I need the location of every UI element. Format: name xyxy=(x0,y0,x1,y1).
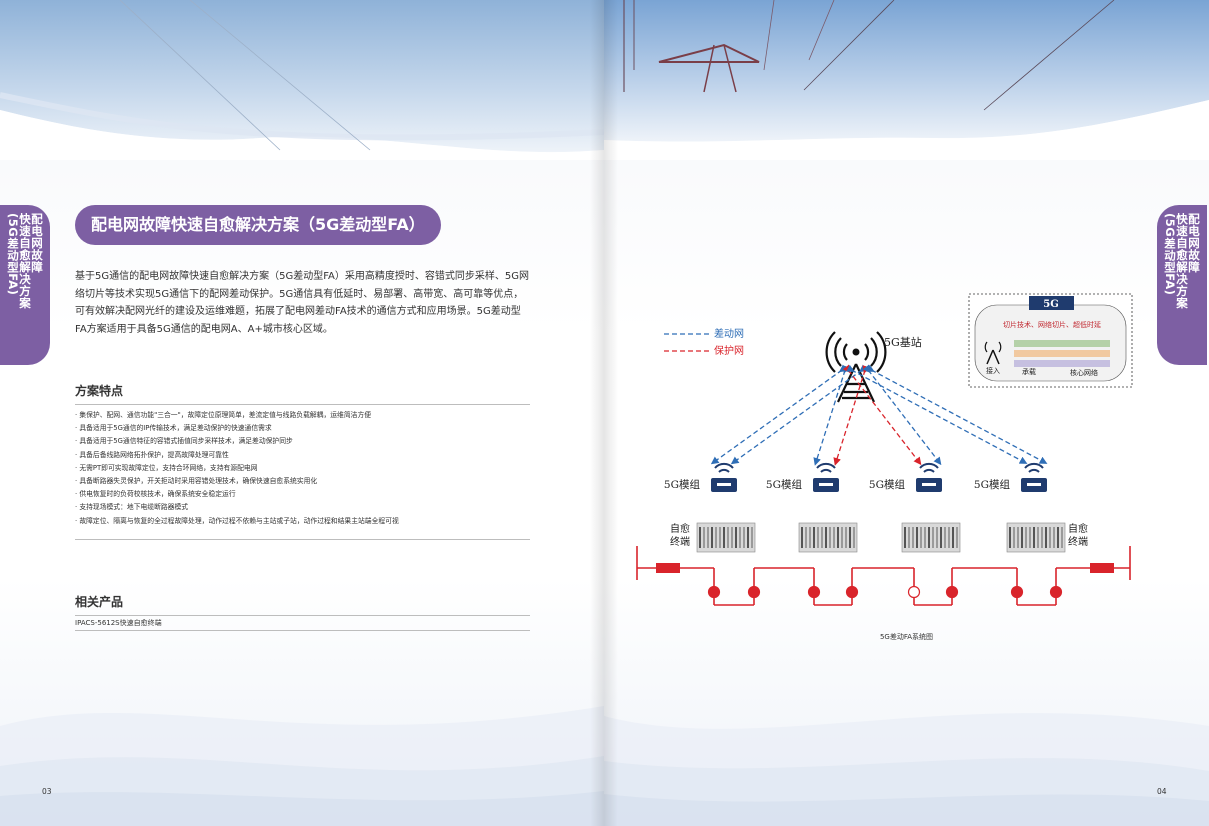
section-title: 配电网故障快速自愈解决方案（5G差动型FA） xyxy=(75,205,441,245)
inset-title: 5G xyxy=(1043,299,1059,310)
module-unit: 5G模组 xyxy=(974,462,1066,553)
diff-link xyxy=(730,364,868,465)
breaker-left-icon xyxy=(656,563,680,573)
diagram-caption: 5G差动FA系统图 xyxy=(879,633,934,641)
feature-item: · 具备后备线路网络拓扑保护，提高故障处理可靠性 xyxy=(75,450,229,459)
system-diagram: 差动网 保护网 5G基站 5G 切片技术、网络切片、超低时延 xyxy=(636,293,1133,606)
router-icon xyxy=(1021,462,1047,492)
left-page: 配电网故障 快速自愈解决方案 (5G差动型FA) 配电网故障快速自愈解决方案（5… xyxy=(0,0,604,826)
side-tab-text: 配电网故障 快速自愈解决方案 (5G差动型FA) xyxy=(1163,213,1201,309)
terminal-cabinet-icon xyxy=(696,522,756,553)
inset-slice-label: 切片技术、网络切片、超低时延 xyxy=(1003,320,1101,329)
sky-banner xyxy=(0,0,604,160)
legend-label-diff: 差动网 xyxy=(714,327,744,340)
module-unit: 5G模组 xyxy=(766,462,858,553)
router-icon xyxy=(711,462,737,492)
switch-closed-icon xyxy=(845,585,859,599)
terminal-label-left: 自愈终端 xyxy=(670,522,690,548)
network-slice-inset: 5G 切片技术、网络切片、超低时延 接入 承载 核心网络 xyxy=(968,293,1133,388)
page-number: 03 xyxy=(42,787,52,796)
bottom-waves xyxy=(604,713,1209,826)
switch-closed-icon xyxy=(945,585,959,599)
feature-item: · 支持现场模式：地下电缆断路器模式 xyxy=(75,503,189,512)
switch-closed-icon xyxy=(1049,585,1063,599)
router-icon xyxy=(813,462,839,492)
feature-item: · 具备断路器失灵保护，开关拒动时采用容错处理技术，确保快速自愈系统实用化 xyxy=(75,477,318,486)
side-tab-right: 配电网故障 快速自愈解决方案 (5G差动型FA) xyxy=(1157,205,1207,365)
intro-paragraph: 基于5G通信的配电网故障快速自愈解决方案（5G差动型FA）采用高精度授时、容错式… xyxy=(75,271,530,335)
communication-links xyxy=(710,364,1048,466)
feature-item: · 具备适用于5G通信的IP传输技术，满足差动保护的快速通信需求 xyxy=(75,424,272,433)
inset-antenna-icon xyxy=(984,341,1002,365)
inset-bearer-label: 承载 xyxy=(1022,367,1036,376)
terminal-cabinet-icon xyxy=(901,522,961,553)
feature-item: · 故障定位、隔离与恢复的全过程故障处理，动作过程不依赖与主站或子站，动作过程和… xyxy=(75,516,399,525)
inset-access-label: 接入 xyxy=(986,366,1000,375)
module-label: 5G模组 xyxy=(869,478,906,491)
switch-closed-icon xyxy=(707,585,721,599)
base-station-label: 5G基站 xyxy=(884,335,922,349)
sky-banner xyxy=(604,0,1209,160)
diff-link xyxy=(862,364,942,466)
terminal-cabinet-icon xyxy=(1006,522,1066,553)
right-page: 配电网故障 快速自愈解决方案 (5G差动型FA) 差动网 保护网 5G基站 xyxy=(604,0,1209,826)
feature-item: · 无需PT即可实现故障定位，支持合环网络，支持有源配电网 xyxy=(75,463,258,472)
features-heading: 方案特点 xyxy=(75,382,530,405)
switch-group xyxy=(707,585,1063,599)
terminal-cabinet-icon xyxy=(798,522,858,553)
base-station-tower-icon xyxy=(825,331,887,403)
products-heading: 相关产品 xyxy=(75,593,530,616)
inset-core-label: 核心网络 xyxy=(1070,368,1098,377)
features-divider xyxy=(75,539,530,540)
diagram-legend: 差动网 保护网 xyxy=(664,327,744,357)
page-number: 04 xyxy=(1157,787,1167,796)
protect-link xyxy=(842,364,922,466)
module-label: 5G模组 xyxy=(766,478,803,491)
side-tab-text: 配电网故障 快速自愈解决方案 (5G差动型FA) xyxy=(6,213,44,309)
terminal-label-right: 自愈终端 xyxy=(1068,522,1088,548)
switch-open-icon xyxy=(907,585,921,599)
breaker-right-icon xyxy=(1090,563,1114,573)
diff-link xyxy=(710,364,848,465)
inset-title-bar xyxy=(1029,296,1074,310)
features-list: · 集保护、配网、通信功能"三合一"，故障定位原理简单，差流定值与线路负载解耦，… xyxy=(75,409,530,528)
feature-item: · 集保护、配网、通信功能"三合一"，故障定位原理简单，差流定值与线路负载解耦，… xyxy=(75,411,372,419)
bottom-waves xyxy=(0,706,604,826)
module-label: 5G模组 xyxy=(664,478,701,491)
switch-closed-icon xyxy=(807,585,821,599)
module-group: 5G模组 5G模组 5G模组 5G模组 xyxy=(664,462,1066,553)
feature-item: · 具备适用于5G通信特征的容错式插值同步采样技术，满足差动保护同步 xyxy=(75,437,293,446)
router-icon xyxy=(916,462,942,492)
switch-closed-icon xyxy=(747,585,761,599)
module-unit: 5G模组 xyxy=(664,462,756,553)
legend-label-protect: 保护网 xyxy=(714,344,744,357)
book-spine-shadow xyxy=(590,0,618,826)
side-tab-left: 配电网故障 快速自愈解决方案 (5G差动型FA) xyxy=(0,205,50,365)
switch-closed-icon xyxy=(1010,585,1024,599)
feature-item: · 供电恢复时的负荷校核技术，确保系统安全稳定运行 xyxy=(75,490,236,499)
module-label: 5G模组 xyxy=(974,478,1011,491)
diff-link xyxy=(866,364,1048,464)
module-unit: 5G模组 xyxy=(869,462,961,553)
product-item: IPACS-5612S快速自愈终端 xyxy=(75,619,162,627)
products-divider xyxy=(75,630,530,631)
